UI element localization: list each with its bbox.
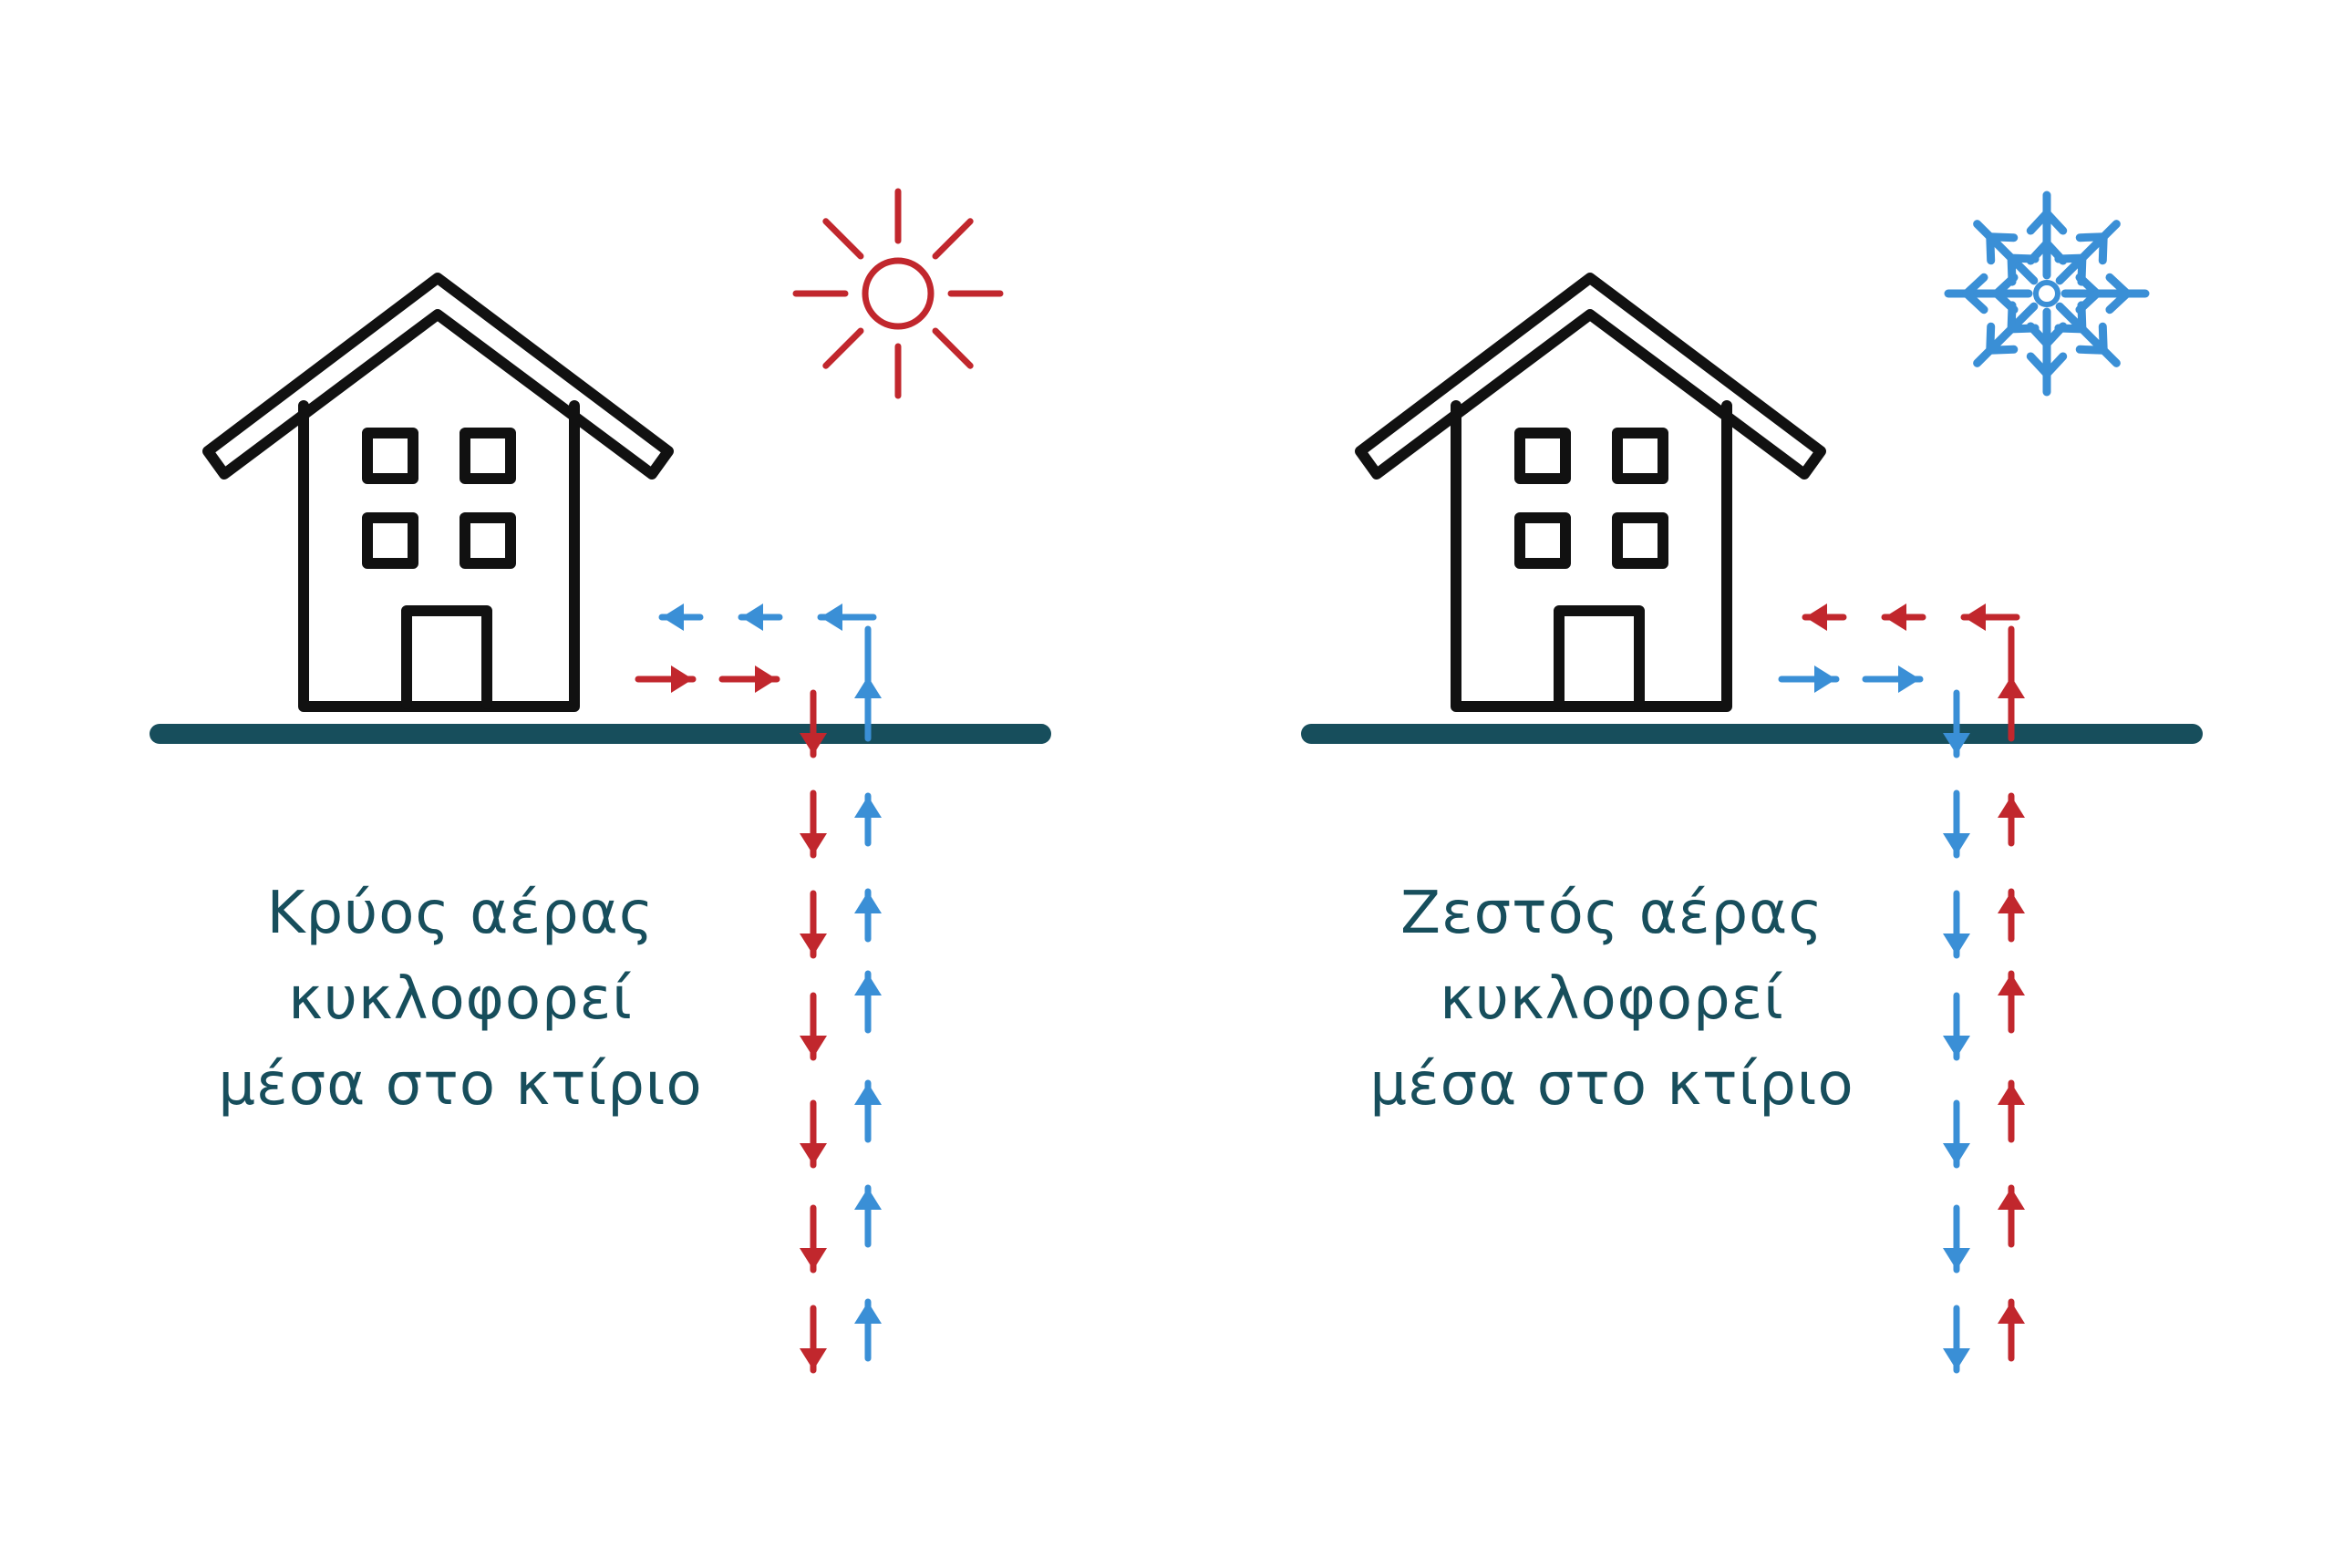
window-4 — [460, 512, 516, 569]
flow-arrow-down-3 — [800, 890, 827, 959]
flow-arrow-return-3 — [1802, 603, 1847, 631]
flow-arrow-down-1 — [800, 689, 827, 758]
flow-arrow-down-5 — [1943, 1099, 1970, 1169]
flow-arrow-down-6 — [800, 1204, 827, 1274]
flow-arrow-up-7 — [854, 1298, 882, 1362]
flow-arrow-out-2 — [718, 665, 780, 693]
flow-arrow-up-6 — [854, 1184, 882, 1248]
flow-arrow-up-1 — [1998, 673, 2025, 742]
flow-arrow-up-4 — [854, 970, 882, 1034]
air-flow-left — [635, 603, 882, 1374]
door — [1554, 605, 1645, 709]
flow-arrow-up-3 — [1998, 888, 2025, 943]
window-1 — [1514, 428, 1571, 484]
flow-arrow-out-2 — [1862, 665, 1924, 693]
window-3 — [362, 512, 418, 569]
flow-arrow-out-1 — [635, 665, 697, 693]
flow-arrow-up-1 — [854, 673, 882, 742]
flow-arrow-down-5 — [800, 1099, 827, 1169]
flow-arrow-up-7 — [1998, 1298, 2025, 1362]
caption-right-line-3: μέσα στο κτίριο — [1369, 1051, 1854, 1119]
house-left — [202, 273, 674, 712]
caption-left-line-1: Κρύος αέρας — [266, 880, 655, 947]
flow-arrow-down-6 — [1943, 1204, 1970, 1274]
caption-left-line-3: μέσα στο κτίριο — [218, 1051, 703, 1119]
flow-arrow-down-7 — [800, 1305, 827, 1374]
flow-arrow-down-2 — [800, 789, 827, 859]
caption-left-line-2: κυκλοφορεί — [288, 965, 633, 1033]
flow-arrow-down-7 — [1943, 1305, 1970, 1374]
caption-right: Ζεστός αέρας κυκλοφορεί μέσα στο κτίριο — [1265, 871, 1958, 1128]
flow-arrow-return-2 — [1881, 603, 1926, 631]
window-2 — [1612, 428, 1668, 484]
flow-arrow-up-2 — [854, 792, 882, 847]
house-right — [1355, 273, 1826, 712]
flow-arrow-down-4 — [1943, 992, 1970, 1061]
flow-arrow-up-5 — [854, 1079, 882, 1143]
flow-arrow-return-3 — [658, 603, 704, 631]
flow-arrow-down-2 — [1943, 789, 1970, 859]
air-flow-right — [1778, 603, 2025, 1374]
window-1 — [362, 428, 418, 484]
sun-icon — [792, 188, 1004, 399]
flow-arrow-return-1 — [817, 603, 862, 631]
caption-right-line-2: κυκλοφορεί — [1440, 965, 1784, 1033]
window-4 — [1612, 512, 1668, 569]
window-2 — [460, 428, 516, 484]
flow-arrow-up-4 — [1998, 970, 2025, 1034]
flow-arrow-up-6 — [1998, 1184, 2025, 1248]
flow-arrow-up-3 — [854, 888, 882, 943]
window-3 — [1514, 512, 1571, 569]
flow-arrow-down-3 — [1943, 890, 1970, 959]
flow-arrow-up-5 — [1998, 1079, 2025, 1143]
snowflake-icon — [1944, 191, 2150, 397]
flow-arrow-return-1 — [1960, 603, 2006, 631]
flow-arrow-return-2 — [738, 603, 783, 631]
flow-arrow-up-2 — [1998, 792, 2025, 847]
flow-arrow-down-4 — [800, 992, 827, 1061]
caption-left: Κρύος αέρας κυκλοφορεί μέσα στο κτίριο — [114, 871, 807, 1128]
flow-arrow-out-1 — [1778, 665, 1840, 693]
door — [401, 605, 492, 709]
caption-right-line-1: Ζεστός αέρας — [1400, 880, 1823, 947]
flow-arrow-down-1 — [1943, 689, 1970, 758]
